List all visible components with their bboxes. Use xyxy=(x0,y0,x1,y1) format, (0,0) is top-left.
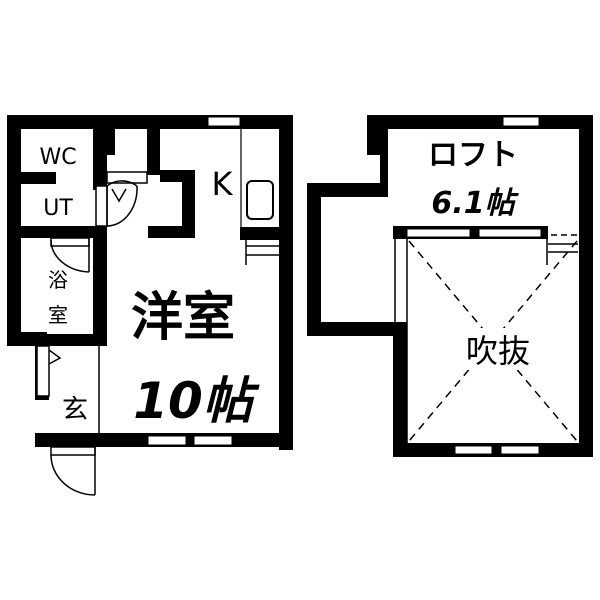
room-label-bath-1: 浴 xyxy=(48,268,68,292)
room-label-loft: ロフト xyxy=(428,138,518,173)
room-label-kitchen: K xyxy=(212,165,234,203)
closet-shelf xyxy=(106,171,148,184)
stairs-icon xyxy=(245,240,279,265)
room-size-western-room: 10帖 xyxy=(133,372,260,430)
room-label-bath-2: 室 xyxy=(48,303,68,327)
kitchen-counter xyxy=(240,128,274,227)
room-size-loft: 6.1帖 xyxy=(431,186,519,221)
loft-windows xyxy=(406,116,542,455)
room-label-wc: WC xyxy=(39,145,76,170)
entrance-elements xyxy=(36,345,100,433)
ladder-icon xyxy=(548,234,578,253)
first-floor-plan: WC UT 浴 室 K 洋室 10帖 玄 xyxy=(7,115,293,496)
loft-floor-plan: ロフト 6.1帖 吹抜 xyxy=(307,115,593,457)
room-label-open-ceiling: 吹抜 xyxy=(466,332,530,370)
first-floor-windows xyxy=(147,116,241,446)
open-ceiling-label-bg xyxy=(456,328,542,370)
room-label-ut: UT xyxy=(43,196,73,221)
bath-door[interactable] xyxy=(50,237,90,273)
room-label-entrance: 玄 xyxy=(62,395,88,425)
void-railing xyxy=(394,239,548,443)
room-label-western-room: 洋室 xyxy=(131,288,235,348)
closet-door[interactable] xyxy=(95,180,138,227)
entrance-door[interactable] xyxy=(50,446,96,496)
